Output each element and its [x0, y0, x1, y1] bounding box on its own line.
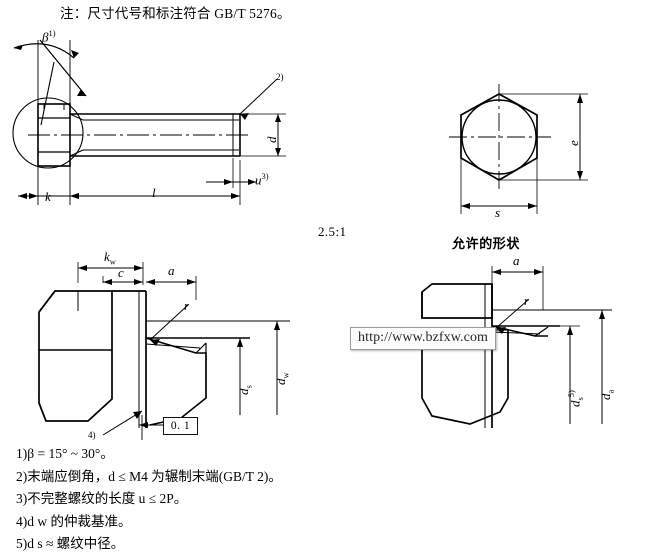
scale-label: 2.5:1 — [318, 224, 347, 239]
label-s: s — [495, 205, 501, 220]
footnotes-list: 1)β = 15° ~ 30°。 2)末端应倒角，d ≤ M4 为辗制末端(GB… — [16, 443, 436, 556]
watermark-url: http://www.bzfxw.com — [350, 327, 497, 350]
label-beta: β1) — [42, 28, 56, 45]
label-ds-right: ds5) — [566, 390, 585, 407]
footnote-2: 2)末端应倒角，d ≤ M4 为辗制末端(GB/T 2)。 — [16, 468, 282, 484]
callout-2: 2) — [276, 72, 284, 82]
footnote-1: 1)β = 15° ~ 30°。 — [16, 446, 114, 461]
beta-arc — [13, 43, 75, 59]
callout-4: 4) — [88, 430, 96, 440]
label-kw: kw — [104, 249, 116, 267]
flatness-tolerance-box: 0. 1 — [163, 417, 198, 435]
label-a-right: a — [513, 253, 520, 268]
label-u: u3) — [255, 171, 269, 188]
label-d: d — [264, 136, 279, 144]
footnote-3: 3)不完整螺纹的长度 u ≤ 2P。 — [16, 491, 188, 506]
footnote-5: 5)d s ≈ 螺纹中径。 — [16, 536, 125, 551]
label-dw-left: dw — [273, 372, 291, 385]
label-l: l — [152, 185, 156, 200]
bolt-side-view — [12, 39, 286, 205]
label-c: c — [118, 265, 124, 280]
label-r-left: r — [184, 298, 190, 313]
label-ds-left: ds — [236, 385, 254, 395]
permitted-form-caption: 允许的形状 — [452, 236, 521, 251]
hex-head-end-view — [449, 84, 588, 214]
label-r-right: r — [524, 293, 530, 308]
label-da-right: da — [598, 389, 616, 400]
header-note: 注：尺寸代号和标注符合 GB/T 5276。 — [60, 6, 291, 21]
footnote-4: 4)d w 的仲裁基准。 — [16, 513, 132, 529]
detail-circle — [12, 97, 84, 169]
label-a-left: a — [168, 263, 175, 278]
label-k: k — [45, 189, 51, 204]
label-e: e — [566, 140, 581, 146]
head-bearing-detail-left — [38, 262, 290, 440]
